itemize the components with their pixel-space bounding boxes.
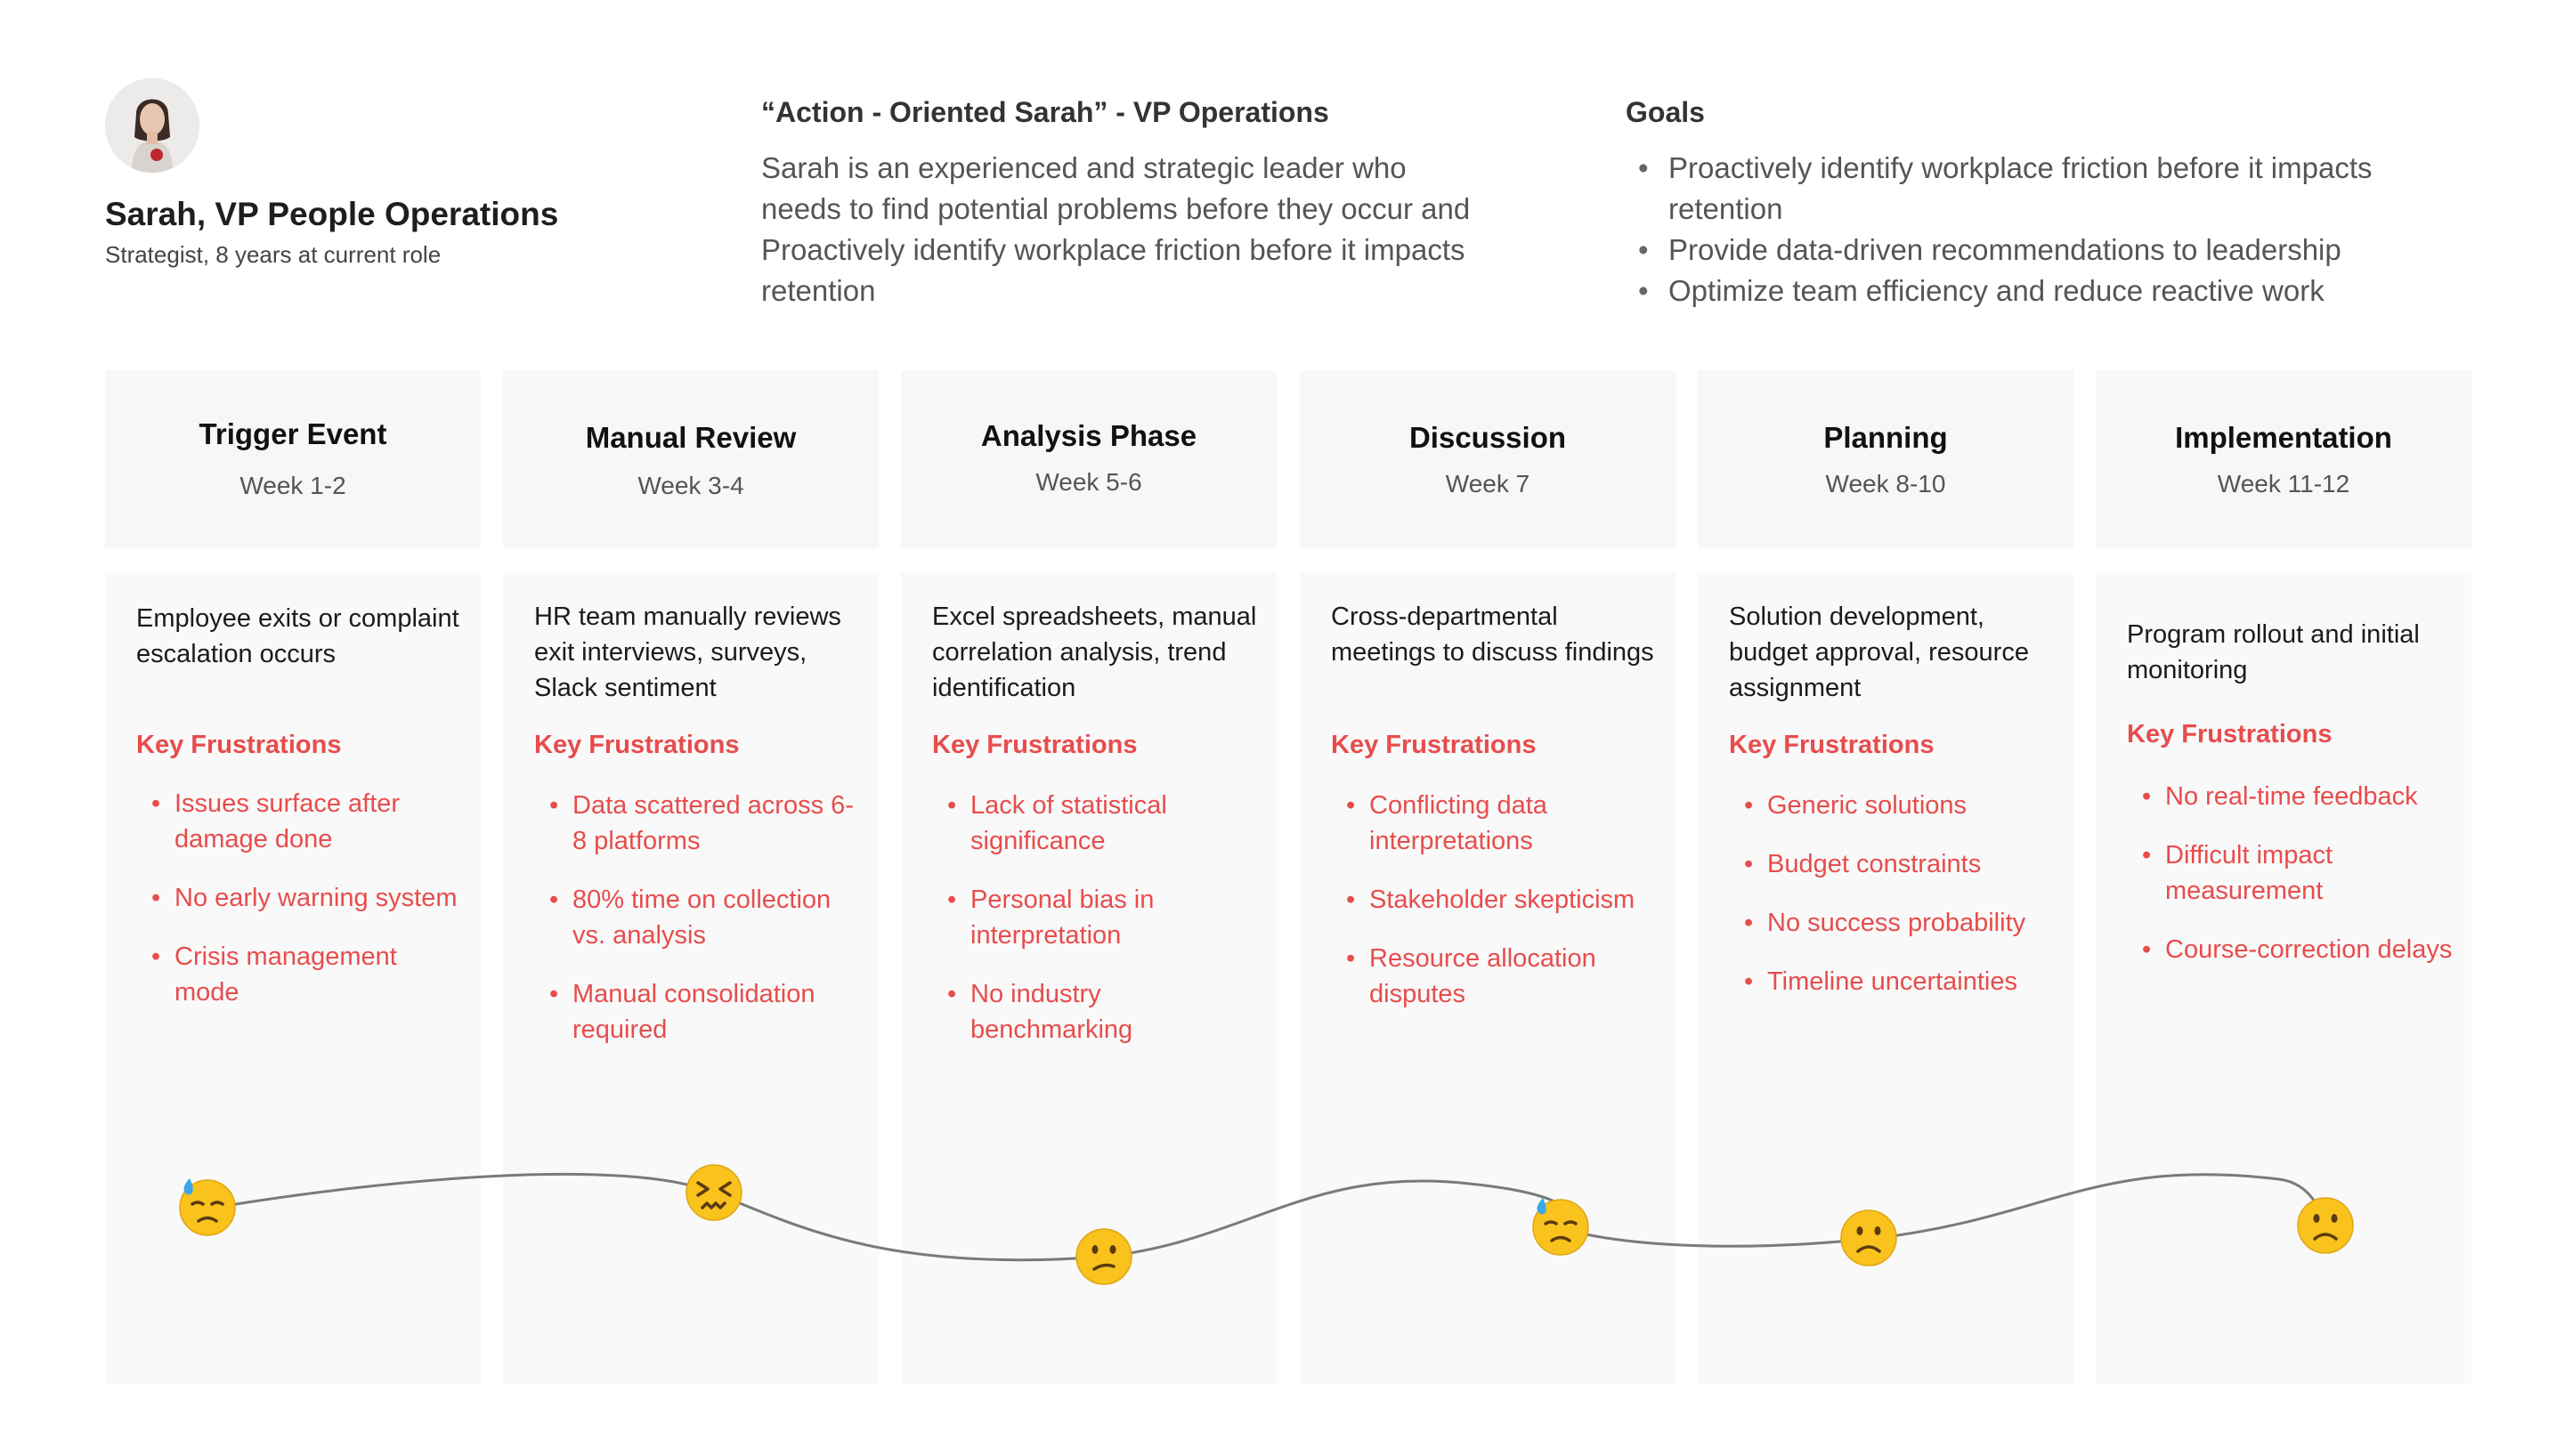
persona-avatar	[105, 78, 199, 173]
stage-card-discussion: Cross-departmental meetings to discuss f…	[1300, 572, 1676, 1384]
stage-header-analysis-phase: Analysis Phase Week 5-6	[901, 370, 1277, 548]
frustration-item: No industry benchmarking	[932, 976, 1262, 1048]
frustrations-list: Issues surface after damage done No earl…	[136, 786, 466, 1033]
confused-emoji-icon	[1075, 1228, 1132, 1285]
stage-header-planning: Planning Week 8-10	[1698, 370, 2073, 548]
stage-week: Week 3-4	[637, 472, 744, 499]
frustration-item: Lack of statistical significance	[932, 788, 1262, 859]
stage-card-trigger-event: Employee exits or complaint escalation o…	[105, 572, 481, 1384]
stage-description: HR team manually reviews exit interviews…	[534, 603, 841, 702]
frustration-item: Difficult impact measurement	[2127, 837, 2456, 909]
stage-description: Program rollout and initial monitoring	[2127, 620, 2420, 684]
persona-role: Strategist, 8 years at current role	[105, 241, 442, 268]
frustration-item: Course-correction delays	[2127, 932, 2456, 967]
stage-description: Cross-departmental meetings to discuss f…	[1331, 603, 1654, 667]
frustration-item: Manual consolidation required	[534, 976, 864, 1048]
stage-name: Planning	[1823, 421, 1948, 454]
stage-week: Week 7	[1445, 470, 1530, 497]
stage-description: Solution development, budget approval, r…	[1729, 603, 2029, 702]
frustration-item: No real-time feedback	[2127, 779, 2456, 814]
goal-item: Provide data-driven recommendations to l…	[1626, 230, 2427, 271]
frowning-emoji-icon	[1840, 1209, 1897, 1266]
frustration-item: Data scattered across 6-8 platforms	[534, 788, 864, 859]
key-frustrations-label: Key Frustrations	[2127, 720, 2333, 748]
key-frustrations-label: Key Frustrations	[1331, 731, 1537, 759]
goal-item: Optimize team efficiency and reduce reac…	[1626, 271, 2427, 311]
key-frustrations-label: Key Frustrations	[534, 731, 740, 759]
frustration-item: No early warning system	[136, 880, 466, 916]
stage-card-implementation: Program rollout and initial monitoring K…	[2096, 572, 2471, 1384]
stage-description: Employee exits or complaint escalation o…	[136, 604, 459, 668]
frowning-emoji-icon	[2297, 1197, 2354, 1254]
frustrations-list: Generic solutions Budget constraints No …	[1729, 788, 2058, 1023]
frustration-item: No success probability	[1729, 905, 2058, 941]
stage-name: Discussion	[1408, 421, 1567, 454]
goals-list: Proactively identify workplace friction …	[1626, 148, 2427, 311]
stage-name: Analysis Phase	[980, 419, 1197, 452]
frustration-item: Conflicting data interpretations	[1331, 788, 1660, 859]
frustration-item: Personal bias in interpretation	[932, 882, 1262, 953]
stage-name: Manual Review	[585, 421, 797, 454]
stage-week: Week 5-6	[1035, 468, 1142, 496]
frustration-item: Stakeholder skepticism	[1331, 882, 1660, 918]
frustration-item: Issues surface after damage done	[136, 786, 466, 857]
stage-card-manual-review: HR team manually reviews exit interviews…	[503, 572, 879, 1384]
frustration-item: Generic solutions	[1729, 788, 2058, 823]
key-frustrations-label: Key Frustrations	[1729, 731, 1935, 759]
key-frustrations-label: Key Frustrations	[136, 731, 342, 759]
downcast-sweat-emoji-icon	[179, 1178, 236, 1236]
stage-header-implementation: Implementation Week 11-12	[2096, 370, 2471, 548]
goal-item: Proactively identify workplace friction …	[1626, 148, 2427, 230]
persona-name: Sarah, VP People Operations	[105, 196, 559, 232]
stage-week: Week 11-12	[2217, 470, 2350, 497]
stage-header-trigger-event: Trigger Event Week 1-2	[105, 370, 481, 548]
frustrations-list: Data scattered across 6-8 platforms 80% …	[534, 788, 864, 1071]
downcast-sweat-emoji-icon	[1532, 1198, 1589, 1256]
stage-name: Implementation	[2175, 421, 2392, 454]
stage-week: Week 8-10	[1825, 470, 1946, 497]
stage-name: Trigger Event	[199, 417, 387, 450]
frustrations-list: No real-time feedback Difficult impact m…	[2127, 779, 2456, 991]
confounded-emoji-icon	[686, 1164, 742, 1221]
frustration-item: Resource allocation disputes	[1331, 941, 1660, 1012]
stage-header-manual-review: Manual Review Week 3-4	[503, 370, 879, 548]
persona-description: Sarah is an experienced and strategic le…	[761, 151, 1471, 307]
frustration-item: 80% time on collection vs. analysis	[534, 882, 864, 953]
frustrations-list: Lack of statistical significance Persona…	[932, 788, 1262, 1071]
stage-description: Excel spreadsheets, manual correlation a…	[932, 603, 1257, 702]
key-frustrations-label: Key Frustrations	[932, 731, 1138, 759]
stage-week: Week 1-2	[239, 472, 346, 499]
frustrations-list: Conflicting data interpretations Stakeho…	[1331, 788, 1660, 1035]
frustration-item: Budget constraints	[1729, 846, 2058, 882]
stage-header-discussion: Discussion Week 7	[1300, 370, 1676, 548]
goals-title: Goals	[1626, 96, 1705, 128]
persona-quote-title: “Action - Oriented Sarah” - VP Operation…	[761, 96, 1329, 128]
frustration-item: Crisis management mode	[136, 939, 466, 1010]
frustration-item: Timeline uncertainties	[1729, 964, 2058, 999]
